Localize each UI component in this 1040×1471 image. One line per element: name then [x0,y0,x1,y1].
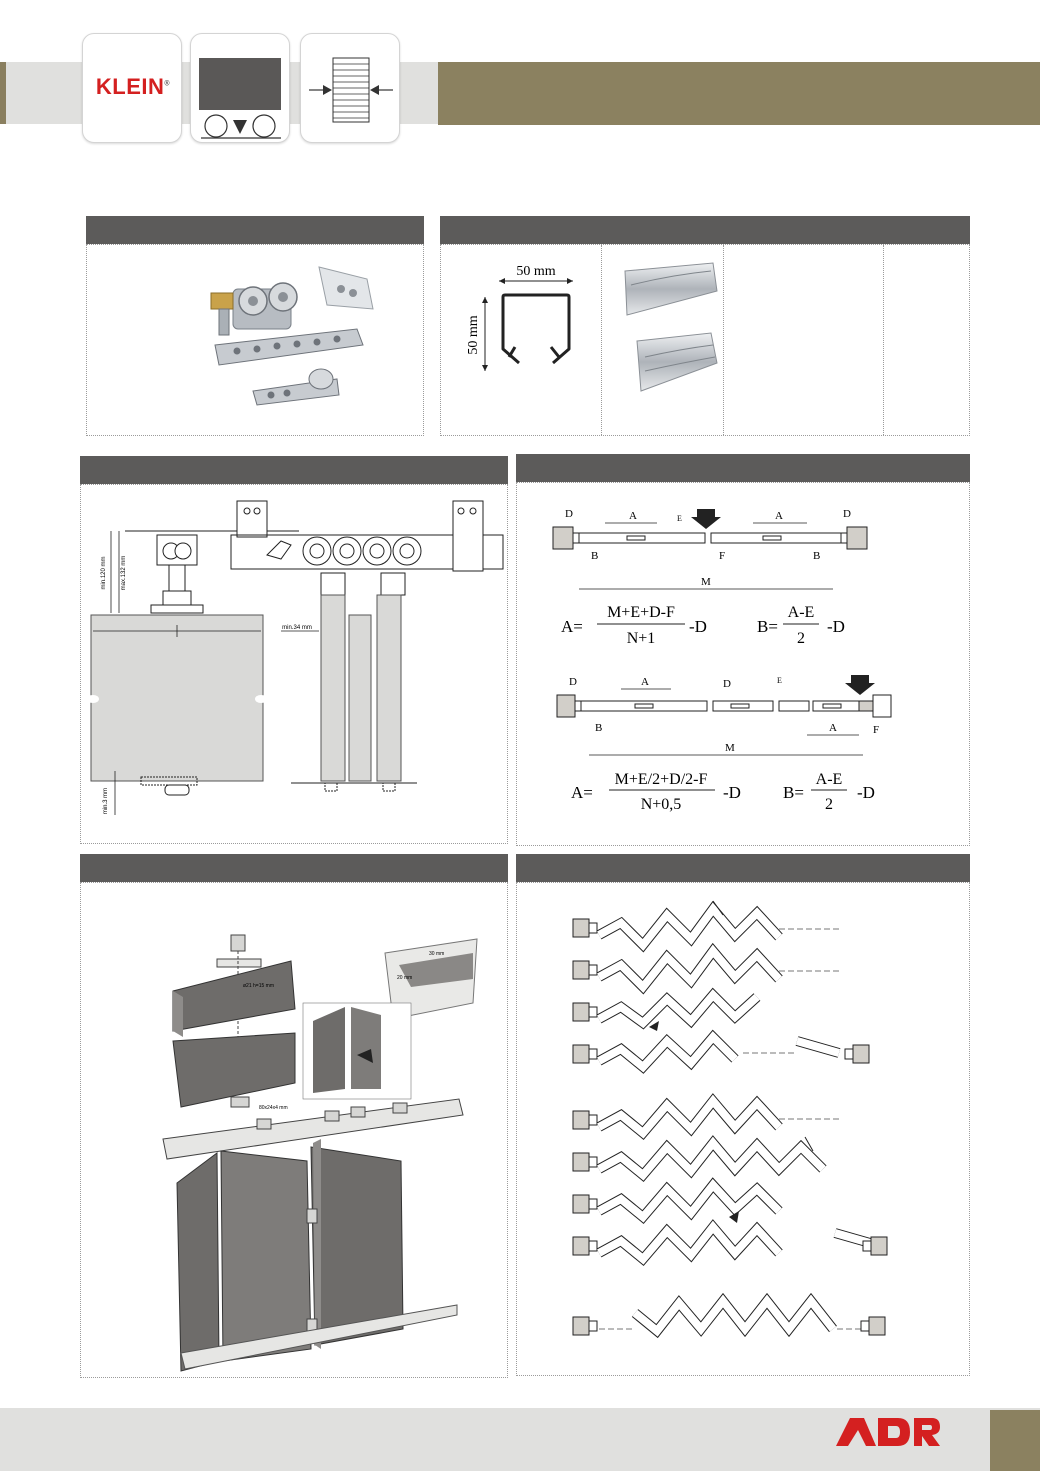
profile-cross-section: 50 mm 50 mm [466,264,573,371]
operation-section [516,882,970,1376]
kit-section [86,244,424,436]
svg-text:B: B [591,550,598,562]
svg-text:2: 2 [825,796,833,813]
svg-text:B=: B= [757,617,778,636]
svg-text:E: E [777,676,782,685]
svg-text:B: B [595,722,602,734]
kit-section-header [86,216,424,244]
svg-text:2: 2 [797,630,805,647]
svg-text:-D: -D [689,617,707,636]
installation-section: min.120 mm max.132 mm min.3 mm [80,484,508,844]
top-band-accent [0,62,6,124]
svg-text:A: A [629,510,637,522]
column-divider [723,245,724,435]
operation-row [572,900,839,953]
svg-text:F: F [719,550,725,562]
adr-logo [836,1418,940,1446]
assembly-illustration: ø21 h=15 mm 80x24x4 mm 30 mm 20 mm [162,934,478,1372]
track-type-tile [190,33,290,143]
calculation-section: D D A A E B B F M A= M+E+D-F N+1 -D B= A… [516,482,970,846]
brand-logo: KLEIN® [95,74,171,99]
column-divider [883,245,884,435]
svg-text:F: F [873,724,879,736]
column-divider [601,245,602,435]
dim-max-label: max.132 mm [121,556,127,591]
svg-text:A: A [775,510,783,522]
brand-tile: KLEIN® [82,33,182,143]
operation-row [572,1219,888,1266]
svg-text:80x24x4 mm: 80x24x4 mm [259,1105,288,1111]
svg-text:D: D [569,676,577,688]
calculation-section-header [516,454,970,482]
dim-min-label: min.120 mm [101,556,107,589]
operation-row [572,1135,827,1182]
svg-text:D: D [565,508,573,520]
svg-text:N+0,5: N+0,5 [641,796,682,813]
operation-row [572,1177,783,1224]
profile-width-label: 50 mm [516,264,555,279]
svg-text:M+E/2+D/2-F: M+E/2+D/2-F [615,771,708,788]
svg-text:A-E: A-E [816,771,843,788]
operation-row [572,987,761,1031]
operation-section-header [516,854,970,882]
profile-photos [624,262,718,392]
title-band [438,62,1040,125]
kit-components-photo [210,266,374,406]
svg-text:A: A [829,722,837,734]
svg-text:M: M [725,742,735,754]
svg-text:E: E [677,514,682,523]
svg-text:A-E: A-E [788,604,815,621]
track-rollers-icon [199,58,281,139]
svg-text:M+E+D-F: M+E+D-F [607,604,675,621]
svg-text:B=: B= [783,783,804,802]
svg-text:A=: A= [571,783,593,802]
svg-text:-D: -D [827,617,845,636]
profile-height-label: 50 mm [466,315,481,354]
assembly-section: ø21 h=15 mm 80x24x4 mm 30 mm 20 mm [80,882,508,1378]
svg-text:-D: -D [723,783,741,802]
svg-text:30 mm: 30 mm [429,951,444,957]
profile-section: 50 mm 50 mm [440,244,970,436]
folding-panels-icon [309,57,393,123]
operation-sequence [572,900,888,1339]
dim-floor-label: min.3 mm [103,788,109,814]
svg-text:ø21 h=15 mm: ø21 h=15 mm [243,983,274,989]
svg-text:B: B [813,550,820,562]
operation-row [572,1029,870,1074]
svg-text:A: A [641,676,649,688]
dim-gap-label: min.34 mm [282,625,312,631]
operation-row [572,1093,839,1140]
installation-drawing: min.120 mm max.132 mm min.3 mm [87,500,504,815]
svg-text:20 mm: 20 mm [397,975,412,981]
svg-text:N+1: N+1 [627,630,656,647]
footer-page-tab [990,1410,1040,1471]
folding-door-tile [300,33,400,143]
profile-section-header [440,216,970,244]
assembly-section-header [80,854,508,882]
calculation-diagrams: D D A A E B B F M A= M+E+D-F N+1 -D B= A… [552,508,892,813]
svg-text:A=: A= [561,617,583,636]
svg-text:M: M [701,576,711,588]
svg-text:D: D [723,678,731,690]
operation-row [572,942,839,995]
operation-row [572,1292,886,1339]
svg-text:D: D [843,508,851,520]
installation-section-header [80,456,508,484]
svg-text:-D: -D [857,783,875,802]
